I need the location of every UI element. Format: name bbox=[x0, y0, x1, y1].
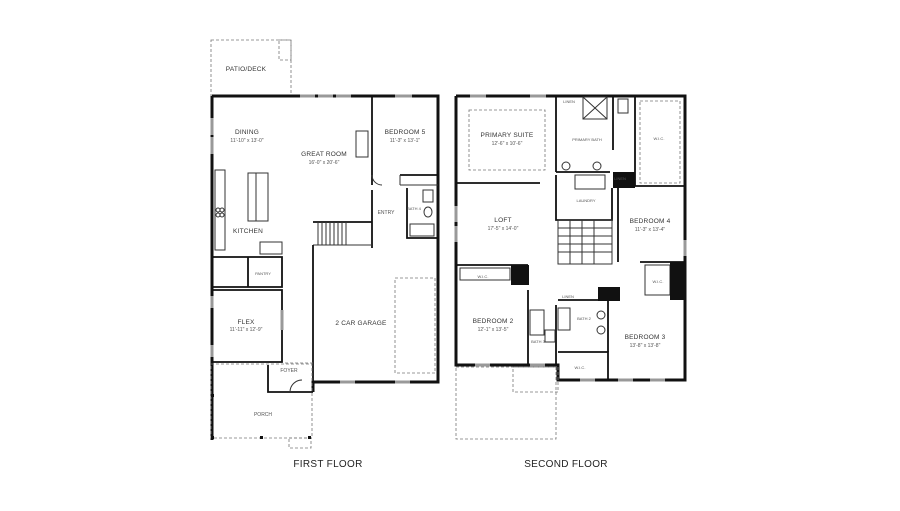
room-label-bath-4: BATH 4 bbox=[407, 206, 421, 211]
kitchen-island bbox=[247, 172, 269, 222]
room-label-primary-bath: PRIMARY BATH bbox=[572, 137, 602, 142]
linen-label: LINEN bbox=[562, 294, 574, 299]
room-label-bedroom-4: BEDROOM 4 bbox=[630, 218, 671, 225]
room-label-garage: 2 CAR GARAGE bbox=[335, 320, 387, 327]
linen-label: LINEN bbox=[563, 99, 575, 104]
room-label-foyer: FOYER bbox=[280, 368, 298, 374]
tub-icon bbox=[409, 223, 435, 237]
linen-label: LINEN bbox=[614, 176, 626, 181]
garage-parking-outline bbox=[394, 277, 436, 374]
second-floor-plan bbox=[454, 94, 687, 440]
room-label-patio: PATIO/DECK bbox=[226, 66, 267, 73]
room-dims-loft: 17'-5" x 14'-0" bbox=[488, 226, 519, 232]
porch-outline bbox=[210, 363, 313, 439]
room-label-porch: PORCH bbox=[254, 412, 272, 418]
room-dims-bedroom-4: 11'-3" x 13'-4" bbox=[635, 227, 666, 233]
room-label-great-room: GREAT ROOM bbox=[301, 151, 347, 158]
room-label-bedroom-2: BEDROOM 2 bbox=[473, 318, 514, 325]
second-floor-caption: SECOND FLOOR bbox=[524, 459, 608, 470]
room-dims-great-room: 16'-0" x 20'-6" bbox=[309, 160, 340, 166]
stairs-icon bbox=[557, 219, 613, 265]
room-dims-dining: 11'-10" x 13'-0" bbox=[230, 138, 263, 144]
room-dims-bedroom-2: 12'-1" x 13'-5" bbox=[478, 327, 509, 333]
room-label-wic-bedroom-2: W.I.C. bbox=[478, 274, 489, 279]
room-label-wic-primary: W.I.C. bbox=[654, 136, 665, 141]
room-label-wic-bedroom-4: W.I.C. bbox=[653, 279, 664, 284]
room-dims-bedroom-5: 11'-3" x 13'-1" bbox=[390, 138, 421, 144]
wic-primary-outline bbox=[639, 100, 681, 184]
room-label-pantry: PANTRY bbox=[255, 271, 271, 276]
toilet-icon bbox=[617, 98, 629, 114]
first-floor-caption: FIRST FLOOR bbox=[293, 459, 362, 470]
open-below-outline bbox=[455, 366, 557, 440]
room-label-flex: FLEX bbox=[237, 319, 255, 326]
room-dims-primary-suite: 12'-6" x 10'-6" bbox=[492, 141, 523, 147]
shower-icon bbox=[582, 96, 608, 120]
room-label-bath-2: BATH 2 bbox=[577, 316, 591, 321]
room-label-laundry: LAUNDRY bbox=[576, 198, 595, 203]
room-label-primary-suite: PRIMARY SUITE bbox=[481, 132, 534, 139]
room-label-bedroom-3: BEDROOM 3 bbox=[625, 334, 666, 341]
primary-suite-tray bbox=[468, 109, 546, 171]
toilet-icon bbox=[422, 189, 434, 203]
tub-icon bbox=[529, 309, 545, 336]
stairs-icon bbox=[313, 222, 372, 246]
room-label-dining: DINING bbox=[235, 129, 259, 136]
room-label-entry: ENTRY bbox=[378, 210, 396, 216]
room-label-bath-3: BATH 3 bbox=[531, 339, 545, 344]
room-label-bedroom-5: BEDROOM 5 bbox=[385, 129, 426, 136]
room-dims-bedroom-3: 13'-8" x 13'-8" bbox=[630, 343, 661, 349]
fireplace-icon bbox=[355, 130, 369, 158]
room-label-kitchen: KITCHEN bbox=[233, 228, 263, 235]
first-floor-plan bbox=[210, 39, 440, 449]
washer-dryer-icon bbox=[574, 174, 606, 190]
room-label-loft: LOFT bbox=[494, 217, 511, 224]
room-dims-flex: 11'-11" x 12'-9" bbox=[230, 327, 263, 333]
kitchen-counter bbox=[214, 169, 226, 251]
room-label-wic-bedroom-3: W.I.C. bbox=[575, 365, 586, 370]
